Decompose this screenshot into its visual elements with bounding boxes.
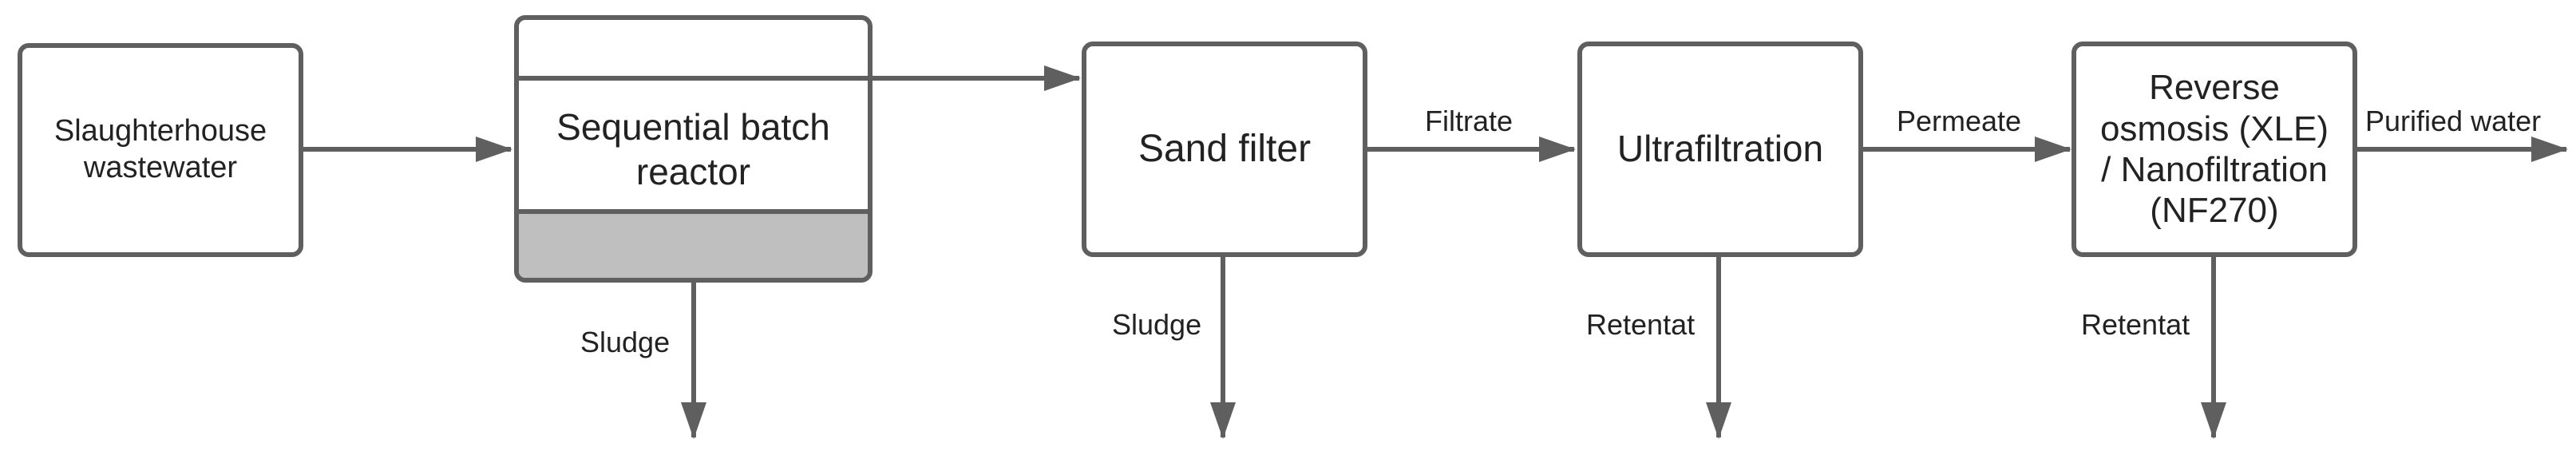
ultrafiltration-box: Ultrafiltration: [1577, 42, 1863, 257]
reactor-sludge-layer: [519, 209, 868, 278]
reactor-liquid-zone: Sequential batch reactor: [519, 81, 868, 219]
sbr-sludge-label: Sludge: [580, 326, 671, 358]
slaughterhouse-wastewater-label: Slaughterhouse wastewater: [53, 114, 267, 184]
slaughterhouse-wastewater-box: Slaughterhouse wastewater: [18, 43, 303, 257]
sand-filter-label: Sand filter: [1138, 128, 1312, 171]
sand-filter-box: Sand filter: [1082, 42, 1367, 257]
reverse-osmosis-nanofiltration-label: Reverse osmosis (XLE) / Nanofiltration (…: [2099, 68, 2329, 231]
ultrafiltration-label: Ultrafiltration: [1616, 128, 1824, 170]
reactor-headspace: [519, 20, 868, 81]
sequential-batch-reactor-box: Sequential batch reactor: [514, 15, 873, 283]
reverse-osmosis-retentate-label: Retentat: [2081, 308, 2190, 341]
purified-water-label: Purified water: [2365, 105, 2542, 137]
sequential-batch-reactor-label: Sequential batch reactor: [556, 106, 830, 192]
reverse-osmosis-nanofiltration-box: Reverse osmosis (XLE) / Nanofiltration (…: [2071, 42, 2357, 257]
sand-filter-sludge-label: Sludge: [1112, 308, 1202, 341]
ultrafiltration-retentate-label: Retentat: [1586, 308, 1696, 341]
filtrate-label: Filtrate: [1425, 105, 1514, 137]
permeate-label: Permeate: [1897, 105, 2022, 137]
